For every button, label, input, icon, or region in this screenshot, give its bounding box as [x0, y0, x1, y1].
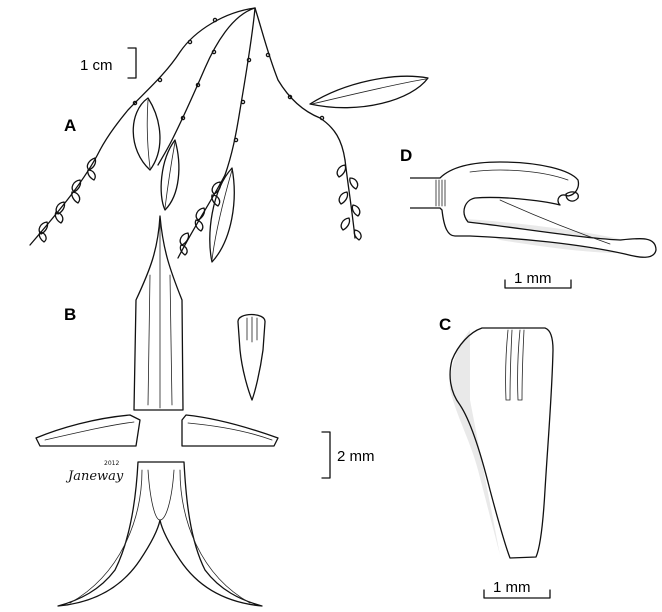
inflorescence-left [29, 149, 101, 246]
panel-label-d: D [400, 146, 412, 165]
leaf-3 [209, 167, 235, 263]
lip-keel-left [505, 329, 513, 401]
column-body [410, 161, 657, 258]
leaf-1 [132, 97, 161, 171]
labellum [449, 327, 554, 559]
panel-label-a: A [64, 116, 76, 135]
panel-label-b: B [64, 305, 76, 324]
signature-name: Janeway [65, 469, 124, 484]
panel-d-column: D 1 mm [400, 146, 657, 289]
scale-label-d: 1 mm [514, 270, 552, 287]
stem-left-inner [157, 7, 256, 166]
panel-label-c: C [439, 315, 451, 334]
stem-right [254, 7, 346, 161]
scale-label-b: 2 mm [337, 448, 375, 465]
leaf-2 [160, 139, 180, 211]
scale-bar-d [504, 279, 572, 289]
inflorescence-middle [177, 174, 226, 259]
dorsal-sepal [133, 215, 184, 411]
panel-a-habit: 1 cm A [29, 7, 429, 263]
scale-label-c: 1 mm [493, 579, 531, 596]
petal [237, 313, 266, 401]
leaf-4 [309, 75, 429, 109]
signature-year: 2012 [104, 460, 119, 467]
panel-b-perianth: B Janeway 2012 2 mm [35, 215, 375, 607]
panel-c-lip: C 1 mm [439, 315, 554, 599]
scale-bar-c [483, 589, 551, 599]
inflorescence-right [336, 159, 362, 241]
lip-keel-right [517, 329, 525, 401]
stem-nodes [132, 17, 325, 143]
scale-bar-b [321, 431, 331, 479]
lateral-piece-right [181, 414, 279, 447]
scale-bar-a [127, 47, 137, 79]
stem-middle [224, 7, 256, 176]
artist-signature: Janeway 2012 [65, 460, 124, 484]
scale-label-a: 1 cm [80, 57, 113, 74]
